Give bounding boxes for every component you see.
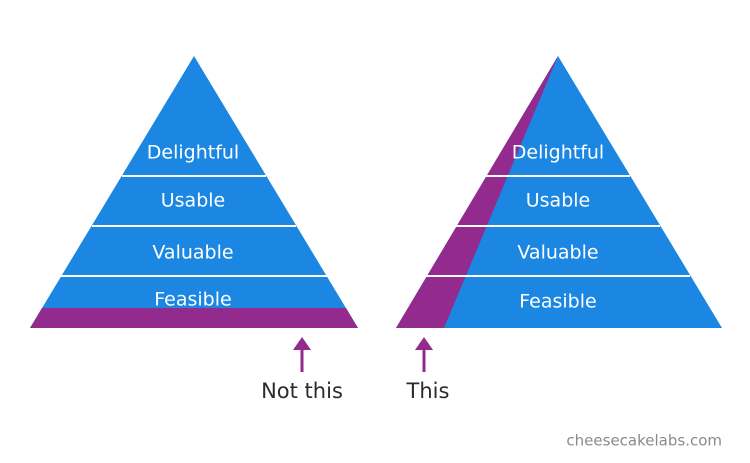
caption-this: This [406, 379, 450, 403]
layer-label-usable: Usable [526, 190, 590, 212]
pyramid-not-this: Delightful Usable Valuable Feasible Not … [30, 56, 358, 403]
arrow-up-icon [415, 337, 433, 372]
layer-label-feasible: Feasible [519, 291, 596, 313]
layer-label-delightful: Delightful [512, 142, 604, 164]
layer-label-valuable: Valuable [517, 242, 598, 264]
arrow-up-icon [293, 337, 311, 372]
caption-not-this: Not this [261, 379, 343, 403]
layer-label-delightful: Delightful [147, 142, 239, 164]
layer-label-feasible: Feasible [154, 289, 231, 311]
pyramid-this: Delightful Usable Valuable Feasible This [396, 56, 722, 403]
accent-vertical-slice [396, 56, 558, 328]
credit-text: cheesecakelabs.com [566, 432, 722, 450]
pyramid-body [396, 56, 722, 328]
layer-label-usable: Usable [161, 190, 225, 212]
accent-base-slice [30, 308, 358, 328]
pyramid-body [30, 56, 358, 328]
layer-label-valuable: Valuable [152, 242, 233, 264]
